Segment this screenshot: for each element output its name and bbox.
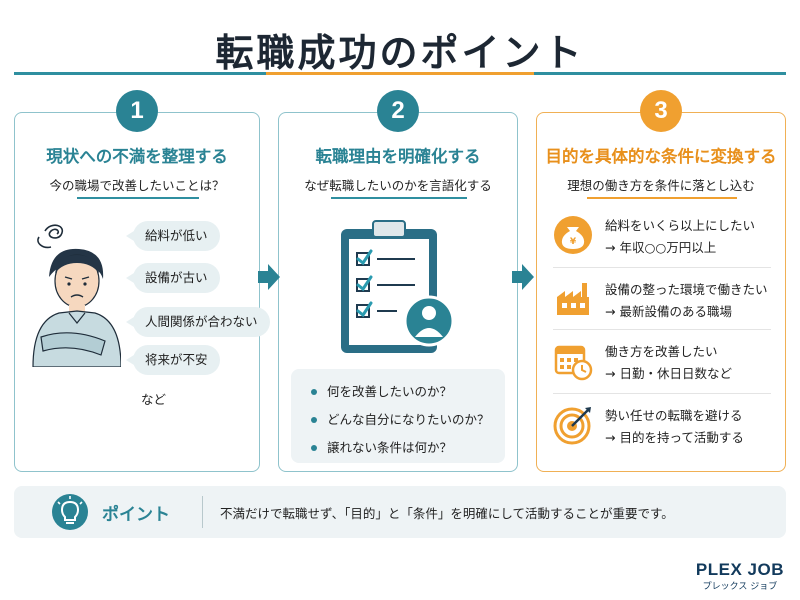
svg-text:¥: ¥ bbox=[570, 237, 577, 247]
panel-title: 現状への不満を整理する bbox=[46, 147, 228, 166]
panel-subtitle: 今の職場で改善したいことは？ bbox=[49, 178, 225, 193]
etc-text: など bbox=[141, 392, 167, 407]
condition-result: → 最新設備のある職場 bbox=[605, 304, 732, 319]
complaint-bubble: 人間関係が合わない bbox=[126, 307, 270, 337]
panel-step-2: 転職理由を明確化する なぜ転職したいのかを言語化する 何を改善したいのか？ どん… bbox=[278, 112, 518, 472]
row-divider bbox=[553, 329, 771, 330]
page-title: 転職成功のポイント bbox=[215, 31, 585, 75]
panel-subtitle: なぜ転職したいのかを言語化する bbox=[304, 178, 492, 193]
target-icon bbox=[553, 407, 591, 445]
panel-divider bbox=[77, 197, 199, 199]
worried-worker-illustration bbox=[32, 224, 121, 367]
panel-title: 転職理由を明確化する bbox=[315, 147, 481, 166]
panel-subtitle: 理想の働き方を条件に落とし込む bbox=[567, 178, 755, 193]
complaint-bubble: 設備が古い bbox=[126, 263, 220, 293]
condition-item: 勢い任せの転職を避ける → 目的を持って活動する bbox=[551, 399, 773, 457]
plexjob-logo: PLEX JOB プレックス ジョブ bbox=[696, 560, 784, 592]
arrow-right-icon bbox=[512, 264, 534, 290]
panel-divider bbox=[587, 197, 737, 199]
question-item: 譲れない条件は何か？ bbox=[311, 437, 452, 456]
panel-step-3: 目的を具体的な条件に変換する 理想の働き方を条件に落とし込む ¥ 給料をいくら以… bbox=[536, 112, 786, 472]
money-bag-icon: ¥ bbox=[554, 216, 592, 254]
point-divider bbox=[202, 496, 203, 528]
condition-text: 働き方を改善したい bbox=[605, 344, 718, 359]
point-text: 不満だけで転職せず、「目的」と「条件」を明確にして活動することが重要です。 bbox=[220, 506, 674, 521]
condition-result: → 目的を持って活動する bbox=[605, 430, 744, 445]
condition-item: 設備の整った環境で働きたい → 最新設備のある職場 bbox=[551, 273, 773, 331]
step-number-badge: 1 bbox=[116, 90, 158, 132]
condition-text: 給料をいくら以上にしたい bbox=[605, 218, 756, 233]
title-underline-accent bbox=[266, 72, 534, 75]
calendar-clock-icon bbox=[554, 345, 593, 381]
point-label: ポイント bbox=[102, 505, 170, 525]
step-number-badge: 2 bbox=[377, 90, 419, 132]
panel-step-1: 現状への不満を整理する 今の職場で改善したいことは？ 給料が低い 設備が古い 人… bbox=[14, 112, 270, 472]
bullet-icon bbox=[311, 388, 317, 395]
logo-sub-text: プレックス ジョブ bbox=[702, 582, 778, 592]
panel-title: 目的を具体的な条件に変換する bbox=[545, 147, 777, 166]
condition-result: → 日勤・休日日数など bbox=[605, 366, 732, 381]
logo-main-text: PLEX JOB bbox=[695, 560, 784, 579]
bullet-icon bbox=[311, 416, 317, 423]
question-item: どんな自分になりたいのか？ bbox=[311, 409, 490, 428]
complaint-bubble: 将来が不安 bbox=[126, 345, 220, 375]
question-text: 何を改善したいのか？ bbox=[327, 384, 453, 399]
step-number-badge: 3 bbox=[640, 90, 682, 132]
question-text: どんな自分になりたいのか？ bbox=[327, 412, 490, 427]
condition-result: → 年収○○万円以上 bbox=[605, 240, 717, 255]
point-summary-bar: ポイント 不満だけで転職せず、「目的」と「条件」を明確にして活動することが重要で… bbox=[14, 486, 786, 538]
clipboard-checklist-icon bbox=[341, 220, 455, 353]
arrow-right-icon bbox=[258, 264, 280, 290]
question-item: 何を改善したいのか？ bbox=[311, 381, 452, 400]
condition-text: 設備の整った環境で働きたい bbox=[605, 282, 768, 297]
question-text: 譲れない条件は何か？ bbox=[327, 440, 453, 455]
factory-icon bbox=[557, 283, 589, 315]
condition-item: 働き方を改善したい → 日勤・休日日数など bbox=[551, 335, 773, 393]
condition-item: ¥ 給料をいくら以上にしたい → 年収○○万円以上 bbox=[551, 209, 773, 267]
question-list: 何を改善したいのか？ どんな自分になりたいのか？ 譲れない条件は何か？ bbox=[291, 369, 505, 463]
lightbulb-icon bbox=[52, 494, 88, 530]
condition-text: 勢い任せの転職を避ける bbox=[605, 408, 743, 423]
row-divider bbox=[553, 393, 771, 394]
complaint-bubble: 給料が低い bbox=[126, 221, 220, 251]
bullet-icon bbox=[311, 444, 317, 451]
panel-divider bbox=[331, 197, 467, 199]
row-divider bbox=[553, 267, 771, 268]
